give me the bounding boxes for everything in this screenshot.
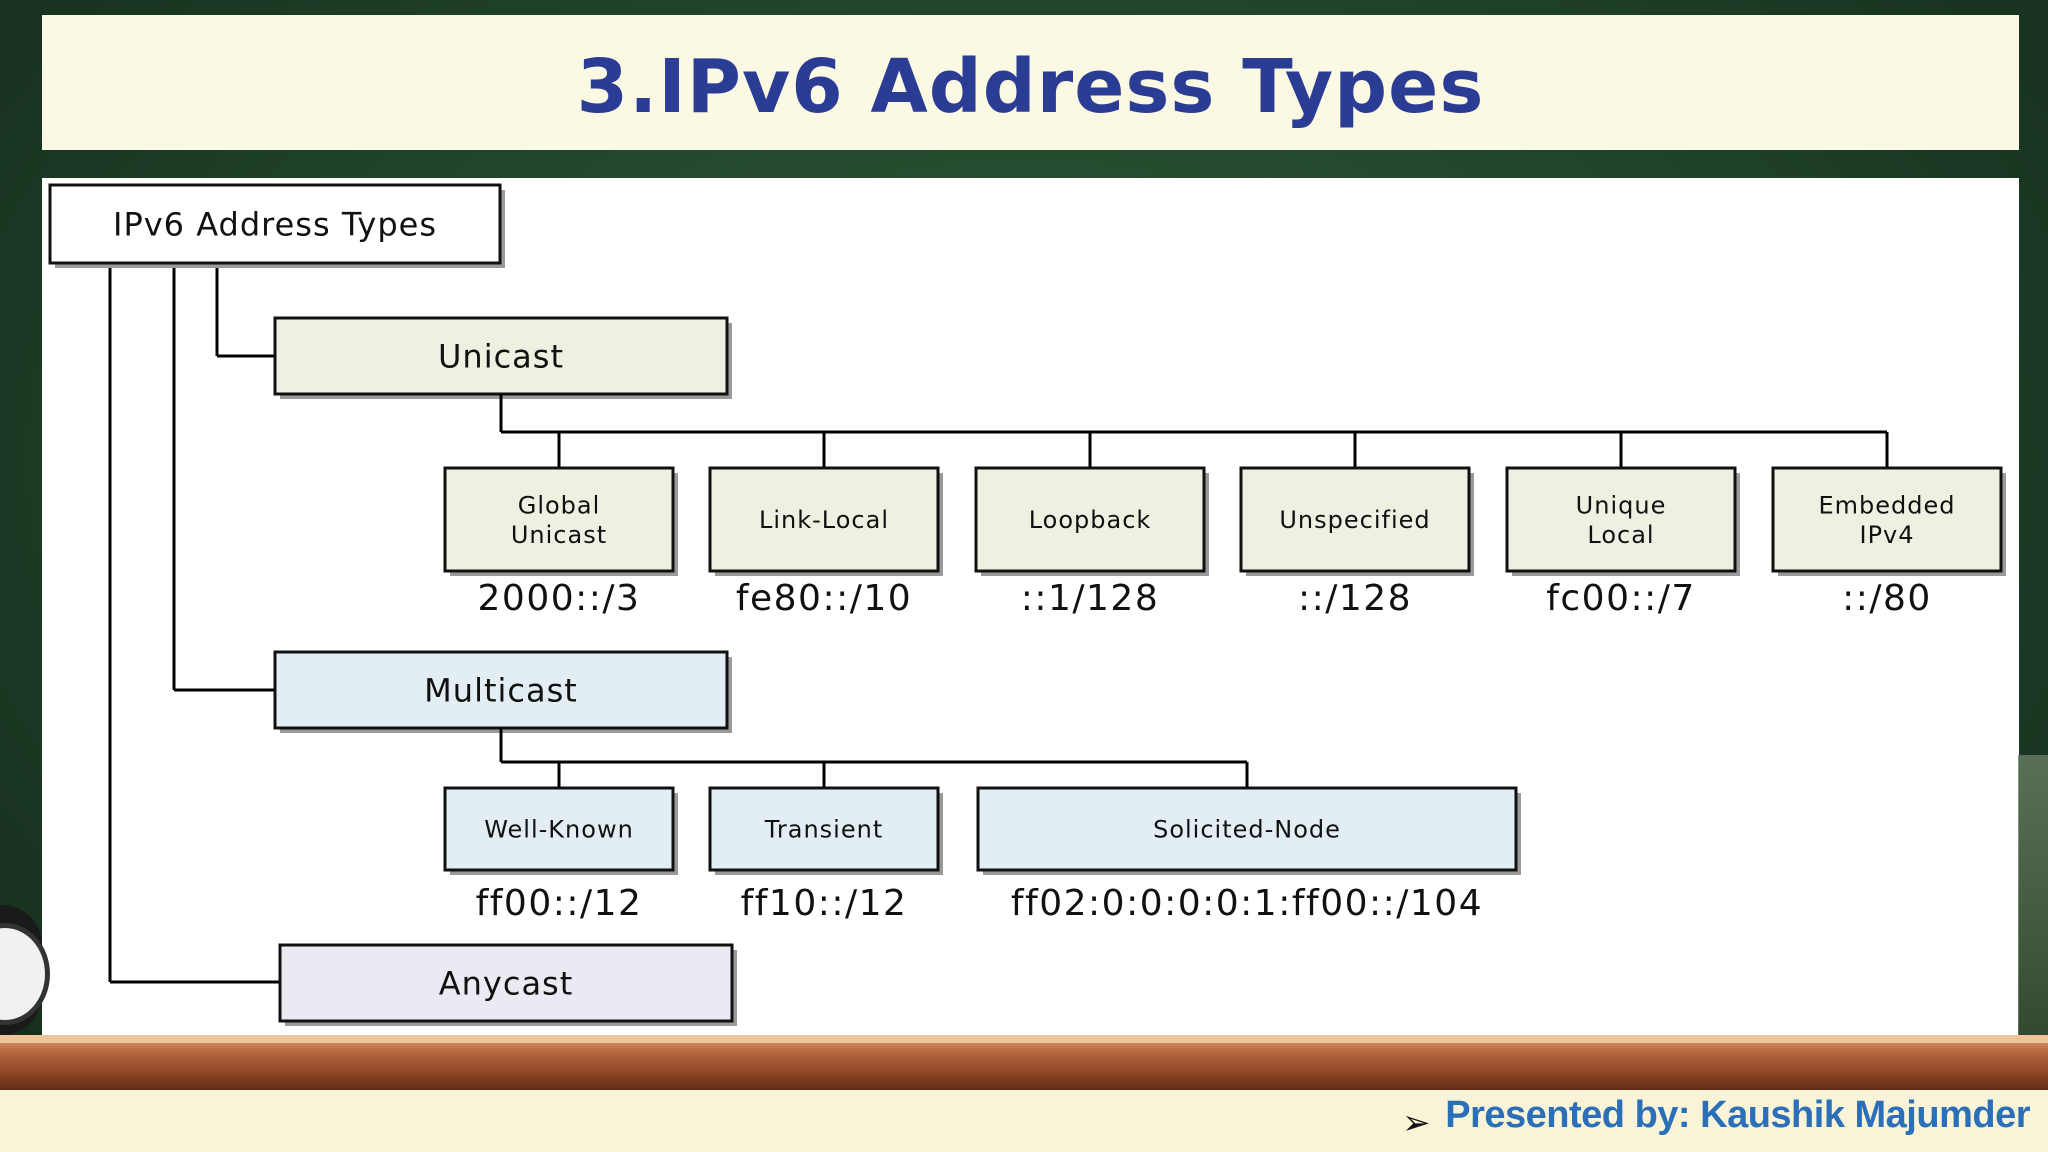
multicast-well-known-prefix: ff00::/12 xyxy=(476,883,643,924)
multicast-well-known-box xyxy=(443,786,675,872)
multicast-solicited-node-prefix: ff02:0:0:0:0:1:ff00::/104 xyxy=(1011,883,1483,924)
unicast-unspecified-label: Unspecified xyxy=(1279,506,1430,534)
root-node: IPv6 Address Types xyxy=(48,183,505,268)
unicast-embedded-ipv4-prefix: ::/80 xyxy=(1842,578,1932,619)
unicast-unique-local-prefix: fc00::/7 xyxy=(1546,578,1696,619)
multicast-transient-box xyxy=(708,786,940,872)
unicast-node: Unicast xyxy=(273,316,732,399)
plant-decoration xyxy=(2018,755,2048,1035)
unicast-global-unicast-label: Unicast xyxy=(511,521,607,549)
anycast-node-box xyxy=(278,943,734,1023)
presenter-credit: Presented by: Kaushik Majumder xyxy=(1445,1094,2030,1136)
anycast-node: Anycast xyxy=(278,943,737,1026)
address-types-diagram: IPv6 Address TypesUnicastGlobalUnicast20… xyxy=(48,183,2006,1026)
multicast-transient-label: Transient xyxy=(764,816,883,844)
wooden-shelf xyxy=(0,1035,2048,1090)
multicast-well-known-label: Well-Known xyxy=(484,816,634,844)
unicast-loopback: Loopback xyxy=(974,466,1209,576)
multicast-node-box xyxy=(273,650,729,730)
unicast-global-unicast-box xyxy=(443,466,675,573)
unicast-unique-local-label: Local xyxy=(1587,521,1654,549)
unicast-unique-local-box xyxy=(1505,466,1737,573)
unicast-embedded-ipv4-label: IPv4 xyxy=(1859,521,1914,549)
multicast-well-known: Well-Known xyxy=(443,786,678,875)
root-node-label: IPv6 Address Types xyxy=(113,206,437,244)
unicast-embedded-ipv4-label: Embedded xyxy=(1818,492,1955,520)
multicast-solicited-node-label: Solicited-Node xyxy=(1153,816,1341,844)
unicast-loopback-prefix: ::1/128 xyxy=(1021,578,1160,619)
unicast-unique-local-label: Unique xyxy=(1576,492,1667,520)
unicast-loopback-box xyxy=(974,466,1206,573)
arrow-bullet-icon: ➢ xyxy=(1402,1103,1431,1143)
unicast-unspecified: Unspecified xyxy=(1239,466,1474,576)
unicast-unspecified-prefix: ::/128 xyxy=(1298,578,1412,619)
unicast-link-local-label: Link-Local xyxy=(759,506,889,534)
multicast-node: Multicast xyxy=(273,650,732,733)
unicast-global-unicast-label: Global xyxy=(518,492,601,520)
multicast-solicited-node: Solicited-Node xyxy=(976,786,1521,875)
unicast-global-unicast-prefix: 2000::/3 xyxy=(478,578,641,619)
footer-bar xyxy=(0,1090,2048,1152)
shelf-edge xyxy=(0,1035,2048,1043)
unicast-link-local: Link-Local xyxy=(708,466,943,576)
slide-title: 3.IPv6 Address Types xyxy=(576,43,1485,130)
unicast-link-local-prefix: fe80::/10 xyxy=(736,578,912,619)
clock-decoration xyxy=(0,905,50,1035)
unicast-link-local-box xyxy=(708,466,940,573)
title-banner: 3.IPv6 Address Types xyxy=(42,15,2019,150)
multicast-transient-prefix: ff10::/12 xyxy=(741,883,908,924)
unicast-node-label: Unicast xyxy=(438,338,564,376)
multicast-node-label: Multicast xyxy=(424,672,578,710)
multicast-solicited-node-box xyxy=(976,786,1518,872)
multicast-transient: Transient xyxy=(708,786,943,875)
unicast-unspecified-box xyxy=(1239,466,1471,573)
unicast-node-box xyxy=(273,316,729,396)
anycast-node-label: Anycast xyxy=(439,965,574,1003)
unicast-embedded-ipv4-box xyxy=(1771,466,2003,573)
root-node-box xyxy=(48,183,502,265)
unicast-loopback-label: Loopback xyxy=(1029,506,1152,534)
